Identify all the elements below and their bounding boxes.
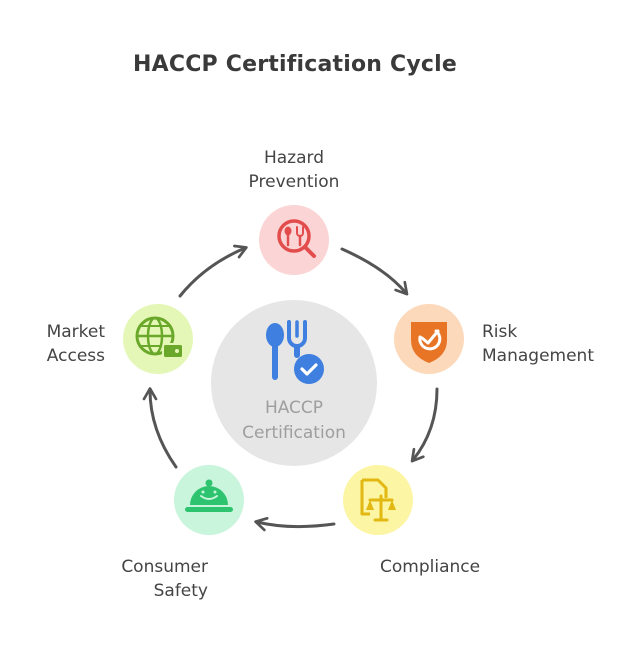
utensils-check-icon bbox=[266, 320, 324, 384]
step-label-market-access: Market Access bbox=[46, 322, 105, 366]
step-node-consumer-safety bbox=[174, 465, 244, 535]
step-circle bbox=[259, 205, 329, 275]
hub-label: HACCP Certification bbox=[242, 398, 346, 443]
step-node-market-access bbox=[123, 304, 193, 374]
step-node-hazard-prevention bbox=[259, 205, 329, 275]
step-label-risk-management: Risk Management bbox=[482, 322, 594, 366]
hub-node bbox=[211, 300, 377, 466]
serving-cloche-icon bbox=[185, 479, 233, 512]
globe-wallet-icon bbox=[135, 316, 184, 359]
arrow-hazard-to-risk bbox=[340, 247, 409, 296]
shield-check-icon bbox=[411, 322, 447, 363]
arrow-risk-to-compliance bbox=[410, 387, 439, 463]
step-label-compliance: Compliance bbox=[380, 557, 481, 577]
step-label-consumer-safety: Consumer Safety bbox=[121, 557, 208, 601]
document-scales-icon bbox=[360, 478, 396, 522]
step-node-compliance bbox=[343, 465, 413, 535]
step-circle bbox=[123, 304, 193, 374]
step-label-hazard-prevention: Hazard Prevention bbox=[248, 148, 340, 192]
diagram-title: HACCP Certification Cycle bbox=[133, 52, 457, 77]
arrow-safety-to-market bbox=[142, 387, 178, 469]
hub-circle bbox=[211, 300, 377, 466]
arrow-market-to-hazard bbox=[178, 244, 248, 298]
arrow-compliance-to-safety bbox=[254, 516, 336, 532]
step-node-risk-management bbox=[394, 304, 464, 374]
utensils-search-icon bbox=[277, 219, 316, 258]
